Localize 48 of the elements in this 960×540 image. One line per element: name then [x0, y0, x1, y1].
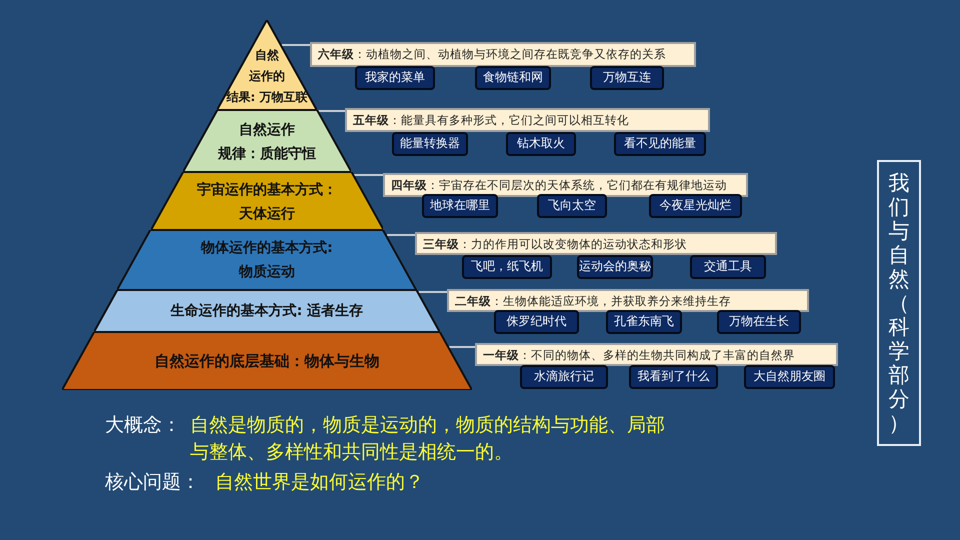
grade-statement: 三年级：力的作用可以改变物体的运动状态和形状 — [415, 232, 777, 255]
unit-button: 运动会的奥秘 — [577, 255, 653, 279]
unit-button: 我看到了什么 — [629, 365, 718, 389]
unit-button: 交通工具 — [690, 255, 766, 279]
unit-button: 侏罗纪时代 — [494, 310, 579, 334]
unit-button: 食物链和网 — [475, 66, 551, 90]
statement-text: 自然世界是如何运作的？ — [215, 470, 424, 495]
tier-label: 物体运作的基本方式:物质运动 — [201, 238, 333, 282]
unit-button: 飞向太空 — [537, 194, 607, 218]
unit-button: 大自然朋友圈 — [744, 365, 835, 389]
grade-statement: 五年级：能量具有多种形式，它们之间可以相互转化 — [345, 108, 710, 132]
leader-line — [418, 291, 447, 293]
unit-button: 能量转换器 — [392, 132, 468, 156]
pyramid-tier — [217, 20, 317, 110]
unit-button: 今夜星光灿烂 — [649, 194, 742, 218]
leader-line — [387, 234, 415, 236]
grade-statement: 二年级：生物体能适应环境，并获取养分来维持生存 — [447, 289, 809, 312]
grade-statement: 一年级：不同的物体、多样的生物共同构成了丰富的自然界 — [475, 343, 838, 366]
unit-button: 万物互连 — [590, 66, 664, 90]
heading-label: 大概念： — [105, 413, 181, 438]
unit-button: 我家的菜单 — [355, 66, 435, 90]
tier-label: 自然运作的底层基础：物体与生物 — [154, 351, 380, 372]
unit-button: 孔雀东南飞 — [606, 310, 682, 334]
pyramid-tier — [182, 110, 352, 172]
pyramid-tier — [62, 332, 472, 390]
grade-statement: 六年级：动植物之间、动植物与环境之间存在既竞争又依存的关系 — [310, 42, 696, 67]
tier-label: 宇宙运作的基本方式：天体运行 — [196, 180, 337, 224]
leader-line — [318, 110, 345, 112]
unit-button: 钻木取火 — [506, 132, 576, 156]
vertical-title: 我们与自然（科学部分） — [888, 171, 910, 435]
statement-text: 自然是物质的，物质是运动的，物质的结构与功能、局部与整体、多样性和共同性是相统一的。 — [190, 413, 666, 465]
pyramid-tier — [94, 290, 440, 332]
leader-line — [282, 44, 310, 46]
grade-statement: 四年级：宇宙存在不同层次的天体系统，它们都在有规律地运动 — [383, 173, 748, 197]
unit-button: 看不见的能量 — [614, 132, 706, 156]
heading-label: 核心问题： — [105, 470, 200, 495]
pyramid-tier — [117, 230, 417, 290]
tier-label: 自然运作规律：质能守恒 — [218, 121, 316, 164]
unit-button: 地球在哪里 — [422, 194, 498, 218]
unit-button: 飞吧，纸飞机 — [462, 255, 552, 279]
unit-button: 水滴旅行记 — [520, 365, 608, 389]
leader-line — [354, 174, 383, 176]
unit-button: 万物在生长 — [717, 310, 801, 334]
tier-label: 生命运作的基本方式: 适者生存 — [170, 302, 364, 321]
leader-line — [449, 346, 475, 348]
tier-label: 自然运作的结果: 万物互联 — [226, 47, 308, 106]
pyramid-tier — [150, 172, 384, 230]
title-box — [877, 160, 921, 446]
